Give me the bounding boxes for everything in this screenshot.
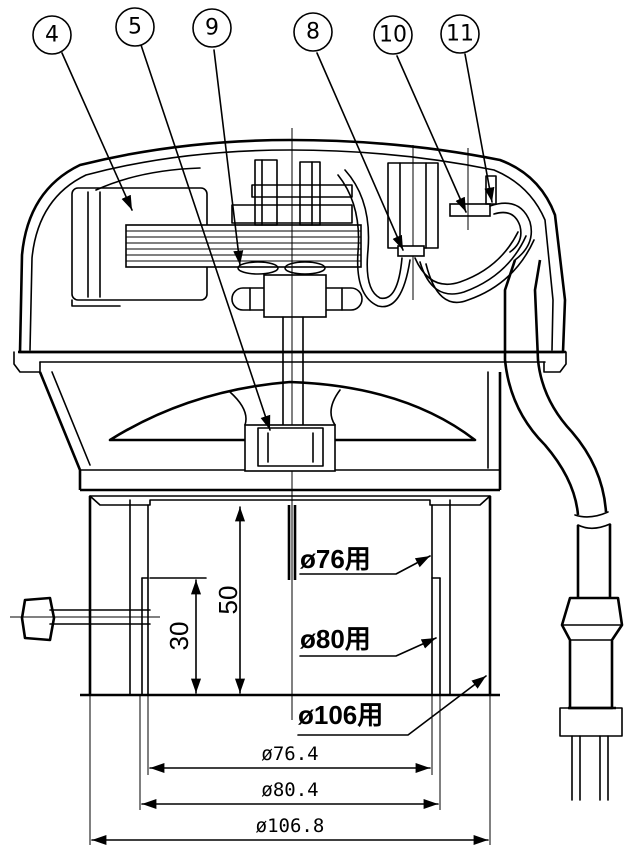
power-plug (559, 596, 624, 801)
inlet-nozzle (10, 596, 160, 642)
callout-4: 4 (32, 15, 72, 55)
callout-9-label: 9 (205, 16, 219, 41)
size-label-80: ø80用 (299, 624, 437, 657)
size-label-106-text: ø106用 (298, 700, 383, 730)
callout-5: 5 (115, 7, 155, 47)
dimension-height-50: 50 (213, 506, 246, 694)
size-label-80-text: ø80用 (300, 624, 371, 654)
center-mark (287, 505, 297, 580)
callout-8: 8 (293, 12, 333, 52)
callout-8-label: 8 (306, 20, 320, 45)
callout-leaders (61, 44, 495, 431)
callout-10-label: 10 (379, 23, 407, 48)
callout-4-label: 4 (45, 23, 59, 48)
lead-wires (95, 167, 535, 308)
dimension-lines: ø76.4 ø80.4 ø106.8 (89, 695, 491, 846)
size-label-76-text: ø76用 (300, 544, 371, 574)
adapter-body (80, 488, 500, 697)
fan-hub (231, 274, 363, 318)
terminal-block (387, 145, 439, 300)
capacitor-block (125, 224, 362, 268)
size-label-106: ø106用 (297, 675, 487, 736)
callout-11: 11 (440, 14, 480, 54)
dimension-height-30: 30 (149, 577, 207, 694)
power-cord (503, 259, 612, 598)
callout-10: 10 (373, 15, 413, 55)
dimension-text-30: 30 (164, 622, 194, 651)
dimension-text-50: 50 (213, 586, 243, 615)
size-label-76: ø76用 (299, 544, 431, 575)
callout-9: 9 (192, 8, 232, 48)
callout-5-label: 5 (128, 15, 142, 40)
dimension-text-80-4: ø80.4 (261, 779, 318, 801)
fan-blade (108, 380, 477, 472)
callout-11-label: 11 (446, 22, 474, 47)
dimension-text-106-8: ø106.8 (256, 815, 325, 837)
motor-bracket (231, 159, 353, 275)
dimension-text-76-4: ø76.4 (261, 743, 318, 765)
